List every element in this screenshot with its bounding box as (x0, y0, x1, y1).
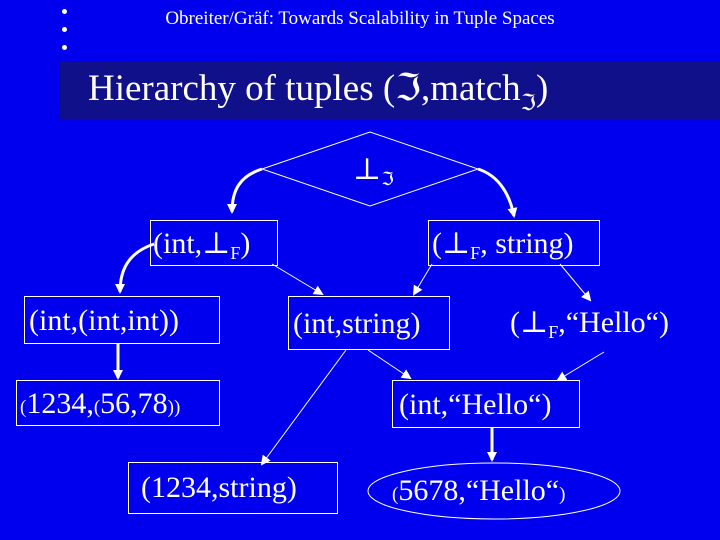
edge-int-string-t1234-string (260, 349, 347, 466)
node-t5678-p1: ( (392, 484, 399, 505)
dot-icon (62, 45, 67, 50)
edge-int-string-int-hello (367, 349, 412, 380)
node-int-hello: (int,“Hello“) (392, 380, 580, 428)
node-bottom-string: (⊥F, string) (428, 220, 600, 266)
node-t5678-p3: ) (559, 484, 566, 505)
node-bottom-hello-post: ,“Hello“) (558, 306, 669, 339)
node-t5678-hello: (5678,“Hello“) (392, 474, 565, 512)
node-bottom-string-sub: F (470, 243, 481, 263)
title-main: Hierarchy of tuples (ℑ,match (88, 68, 521, 109)
bullet-dots (62, 9, 68, 55)
node-root-bottom: ⊥ℑ (353, 153, 394, 196)
node-t1234-p2: 1234, (26, 387, 94, 420)
node-int-string: (int,string) (288, 296, 450, 350)
node-t1234-5678: (1234,(56,78)) (16, 380, 220, 426)
edge-int-bottom-int-intint (115, 242, 155, 294)
edge-root-bottom-string (477, 167, 518, 218)
node-t1234-p5: )) (167, 397, 181, 418)
node-int-bottom-post: ) (240, 227, 251, 260)
slide-title: Hierarchy of tuples (ℑ,matchℑ) (88, 66, 548, 126)
node-bottom-hello-sub: F (548, 322, 559, 342)
node-bottom-string-pre: (⊥ (432, 227, 471, 260)
node-t1234-p4: 56,78 (100, 387, 168, 420)
node-bottom-hello-pre: (⊥ (510, 306, 549, 339)
edge-root-int-bottom (227, 167, 263, 214)
node-bottom-string-post: , string) (480, 227, 574, 260)
root-symbol: ⊥ (353, 153, 382, 186)
edge-int-bottom-int-string (271, 263, 324, 296)
slide-header: Obreiter/Gräf: Towards Scalability in Tu… (165, 8, 555, 29)
node-t1234-p1: ( (20, 397, 27, 418)
title-close: ) (535, 68, 549, 109)
node-int-bottom-sub: F (230, 243, 241, 263)
dot-icon (62, 27, 67, 32)
edge-bottom-string-bottom-hello (559, 263, 592, 302)
node-t1234-p3: ( (93, 397, 101, 418)
title-bar (60, 62, 720, 120)
t5678-ellipse (367, 462, 621, 520)
root-sub: ℑ (381, 169, 394, 189)
node-int-bottom: (int,⊥F) (150, 220, 278, 266)
dot-icon (62, 9, 67, 14)
node-int-bottom-pre: (int,⊥ (153, 227, 231, 260)
edge-bottom-string-int-string (412, 263, 433, 296)
node-t5678-p2: 5678,“Hello“ (398, 474, 560, 507)
node-bottom-hello: (⊥F,“Hello“) (510, 306, 669, 349)
edge-bottom-hello-int-hello (556, 351, 605, 382)
node-t1234-string: (1234,string) (128, 462, 338, 514)
node-int-intint: (int,(int,int)) (24, 296, 220, 344)
title-sub: ℑ (520, 90, 536, 115)
